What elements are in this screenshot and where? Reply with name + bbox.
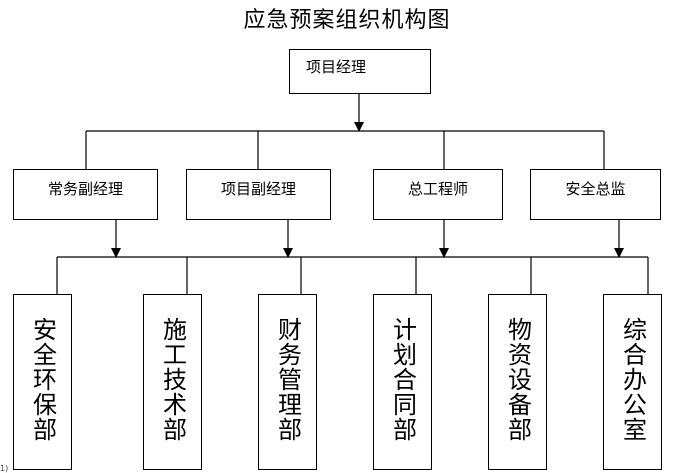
construction-tech-dept-box: 施工技术部 <box>143 294 202 470</box>
materials-equipment-dept-box: 物资设备部 <box>488 294 547 470</box>
department-label: 计划合同部 <box>388 317 417 442</box>
safety-director-box: 安全总监 <box>530 169 661 220</box>
deputy-project-manager-box: 项目副经理 <box>186 169 331 220</box>
project-manager-label: 项目经理 <box>306 58 367 76</box>
executive-deputy-manager-box: 常务副经理 <box>13 169 158 220</box>
department-label: 物资设备部 <box>503 317 532 442</box>
diagram-title: 应急预案组织机构图 <box>243 8 451 33</box>
department-label: 安全环保部 <box>28 317 57 442</box>
manager-label: 常务副经理 <box>47 180 123 198</box>
department-label: 综合办公室 <box>618 317 647 442</box>
manager-label: 安全总监 <box>565 180 626 198</box>
manager-label: 项目副经理 <box>220 180 296 198</box>
corner-mark: 1) <box>0 464 9 473</box>
manager-label: 总工程师 <box>407 180 468 198</box>
general-office-box: 综合办公室 <box>603 294 662 470</box>
department-label: 施工技术部 <box>158 317 187 442</box>
chief-engineer-box: 总工程师 <box>373 169 503 220</box>
department-label: 财务管理部 <box>273 317 302 442</box>
finance-dept-box: 财务管理部 <box>258 294 317 470</box>
safety-environment-dept-box: 安全环保部 <box>13 294 72 470</box>
planning-contract-dept-box: 计划合同部 <box>373 294 432 470</box>
project-manager-box: 项目经理 <box>289 49 431 94</box>
